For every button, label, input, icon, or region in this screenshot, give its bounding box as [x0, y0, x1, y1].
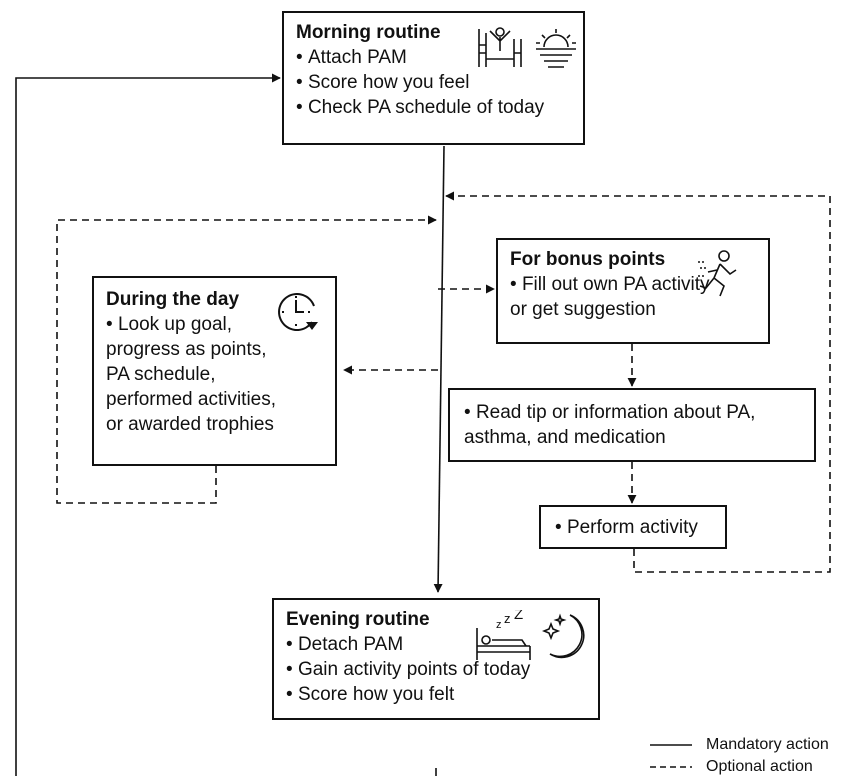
svg-text:Z: Z: [514, 610, 523, 623]
bonus-points-title: For bonus points: [510, 249, 666, 270]
person-sleeping-in-bed-icon: z z Z: [476, 610, 531, 660]
morning-routine-box: Morning routine Attach PAM Score how you…: [282, 11, 585, 145]
tip-info-box: • Read tip or information about PA, asth…: [448, 388, 816, 462]
morning-item: Attach PAM: [296, 45, 583, 70]
evening-item: Detach PAM: [286, 632, 598, 657]
bonus-points-item: • Fill out own PA activity or get sugges…: [510, 274, 710, 320]
tip-info-item: • Read tip or information about PA, asth…: [464, 402, 756, 448]
legend-mandatory-label: Mandatory action: [706, 736, 829, 753]
during-the-day-title: During the day: [106, 289, 240, 310]
morning-item: Check PA schedule of today: [296, 95, 583, 120]
evening-routine-title: Evening routine: [286, 609, 430, 630]
during-the-day-box: During the day • Look up goal, progress …: [92, 276, 337, 466]
perform-return-line: [445, 191, 831, 573]
running-person-icon: [698, 250, 737, 297]
sunrise-icon: [536, 29, 576, 68]
day-return-line: [56, 215, 437, 504]
evening-item: Gain activity points of today: [286, 657, 598, 682]
evening-item: Score how you felt: [286, 682, 598, 707]
legend-optional-label: Optional action: [706, 758, 813, 775]
clock-icon: [278, 293, 318, 331]
perform-activity-box: • Perform activity: [539, 505, 727, 549]
loop-back-line: [15, 78, 437, 776]
person-waking-in-bed-icon: [478, 27, 522, 67]
solid-line-swatch: [650, 744, 692, 746]
perform-activity-item: • Perform activity: [555, 517, 698, 538]
during-the-day-item: • Look up goal, progress as points, PA s…: [106, 314, 277, 435]
evening-routine-box: Evening routine Detach PAM Gain activity…: [272, 598, 600, 720]
morning-item: Score how you feel: [296, 70, 583, 95]
main-flow-line: [433, 145, 445, 593]
dashed-line-swatch: [650, 766, 692, 768]
moon-and-stars-icon: [542, 613, 585, 659]
svg-text:z: z: [504, 611, 511, 626]
bonus-points-box: For bonus points • Fill out own PA activ…: [496, 238, 770, 344]
morning-routine-title: Morning routine: [296, 22, 441, 43]
svg-text:z: z: [496, 619, 502, 631]
